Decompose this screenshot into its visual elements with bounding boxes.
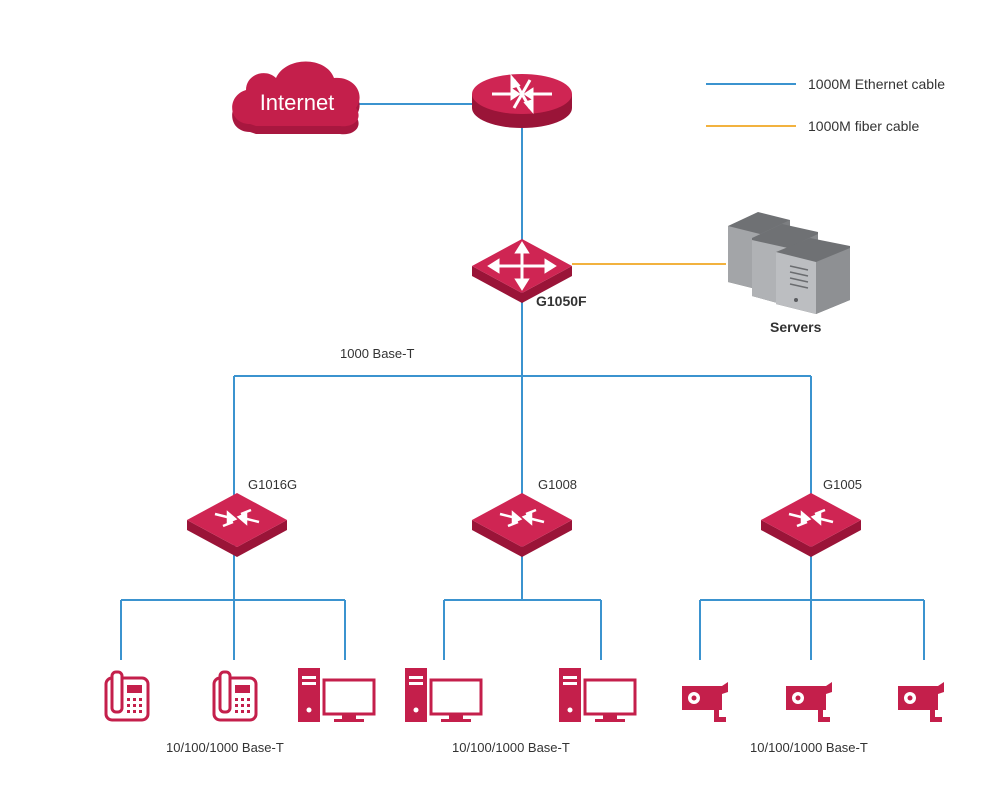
ip-camera-icon: [898, 682, 944, 722]
endpoint-group-label: 10/100/1000 Base-T: [166, 740, 284, 755]
router-icon: [472, 73, 572, 128]
switch-label: G1008: [538, 477, 577, 492]
cables: [120, 103, 925, 660]
desktop-pc-icon: [559, 668, 637, 722]
ip-phone-icon: [212, 670, 258, 722]
cloud-icon: Internet: [232, 61, 360, 135]
core-switch-label: G1050F: [536, 293, 587, 309]
core-switch-icon: [472, 239, 572, 303]
ip-phone-icon: [104, 670, 150, 722]
desktop-pc-icon: [405, 668, 483, 722]
ip-camera-icon: [682, 682, 728, 722]
legend-fiber-label: 1000M fiber cable: [808, 118, 920, 134]
endpoint-group-label: 10/100/1000 Base-T: [452, 740, 570, 755]
access-switch-g1016g: G1016G: [187, 477, 297, 557]
switch-icon: [472, 493, 572, 557]
legend: 1000M Ethernet cable 1000M fiber cable: [706, 76, 945, 134]
switch-label: G1016G: [248, 477, 297, 492]
endpoint-group-label: 10/100/1000 Base-T: [750, 740, 868, 755]
internet-label: Internet: [260, 90, 335, 115]
switch-icon: [187, 493, 287, 557]
legend-ethernet-label: 1000M Ethernet cable: [808, 76, 945, 92]
switch-icon: [761, 493, 861, 557]
servers-label: Servers: [770, 319, 822, 335]
access-switch-g1005: G1005: [761, 477, 862, 557]
switch-label: G1005: [823, 477, 862, 492]
access-switch-g1008: G1008: [472, 477, 577, 557]
uplink-label: 1000 Base-T: [340, 346, 414, 361]
server-rack-icon: [728, 212, 850, 314]
desktop-pc-icon: [298, 668, 376, 722]
ip-camera-icon: [786, 682, 832, 722]
